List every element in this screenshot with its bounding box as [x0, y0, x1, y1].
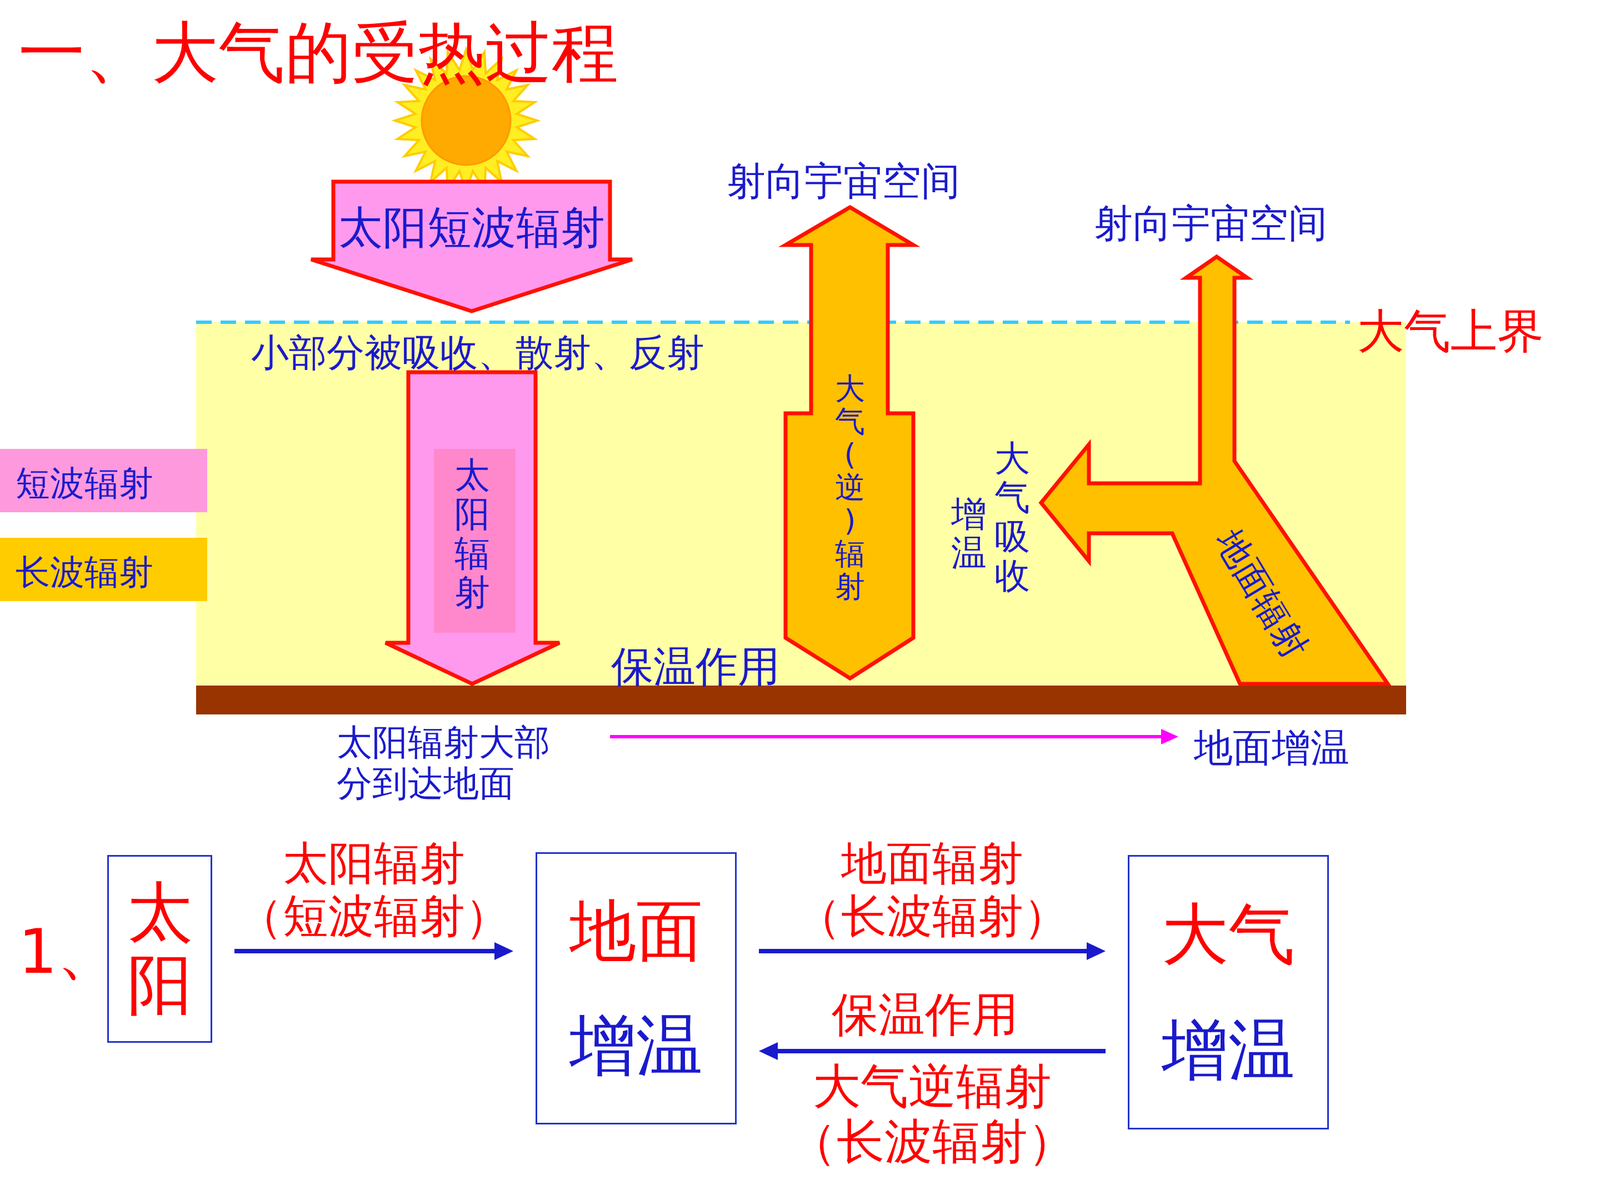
magenta-arrow	[610, 735, 1164, 739]
edge-label: 地面辐射 （长波辐射）	[795, 837, 1069, 943]
flow-arrow	[234, 942, 514, 960]
box-text: 增温	[1161, 1010, 1295, 1090]
arrow-body	[311, 181, 633, 312]
flow-arrow	[758, 942, 1106, 960]
ground	[196, 685, 1407, 715]
process-box: 太阳	[107, 855, 213, 1043]
box-text: 大气	[1161, 894, 1295, 975]
arrow-label: 太阳辐射	[454, 455, 490, 613]
flow-line	[758, 948, 1089, 954]
text-label: 小部分被吸收、散射、反射	[251, 327, 705, 379]
arrow-body	[385, 372, 560, 684]
text-label: 增温	[951, 494, 987, 573]
text-label: 保温作用	[611, 638, 780, 697]
legend-text: 短波辐射	[15, 460, 154, 507]
text-label: 太阳辐射大部 分到达地面	[336, 722, 550, 804]
arrow-label: 大气(逆)辐射	[835, 372, 865, 604]
text-label: 1、	[18, 911, 119, 994]
title: 一、大气的受热过程	[18, 8, 619, 99]
text-label: 射向宇宙空间	[1093, 197, 1328, 250]
arrow-shape: 太阳短波辐射	[311, 181, 633, 312]
atmosphere-top-line	[196, 320, 1350, 324]
flow-line	[775, 1048, 1106, 1054]
arrow-shape: 太阳辐射	[385, 372, 560, 684]
box-text: 增温	[569, 1005, 703, 1086]
text-label: 射向宇宙空间	[726, 155, 960, 208]
arrow-label: 太阳短波辐射	[311, 198, 633, 259]
text-label: 大气上界	[1357, 300, 1544, 364]
legend-text: 长波辐射	[15, 548, 154, 596]
process-box: 大气增温	[1127, 855, 1329, 1130]
arrow-body	[1041, 256, 1388, 684]
arrow-body	[785, 207, 914, 679]
flow-arrow	[758, 1042, 1106, 1060]
arrowhead	[1086, 942, 1106, 960]
text-label: 大气吸收	[994, 438, 1030, 596]
arrow-inner	[433, 448, 516, 633]
edge-label: 大气逆辐射 （长波辐射）	[788, 1058, 1076, 1169]
magenta-arrowhead	[1161, 728, 1179, 745]
edge-label: 太阳辐射 （短波辐射）	[237, 837, 511, 943]
text-label: 地面增温	[1193, 722, 1350, 775]
box-text: 太阳	[127, 876, 193, 1022]
arrow-shape: 大气(逆)辐射	[785, 207, 914, 679]
arrow-outline	[1041, 256, 1388, 684]
box-text: 地面	[569, 891, 703, 972]
text-label: 保温作用	[831, 983, 1019, 1047]
process-box: 地面增温	[535, 852, 737, 1125]
flow-line	[234, 948, 497, 954]
arrow-shape: 地面辐射	[1041, 256, 1388, 684]
arrowhead	[494, 942, 514, 960]
arrowhead	[758, 1042, 778, 1060]
